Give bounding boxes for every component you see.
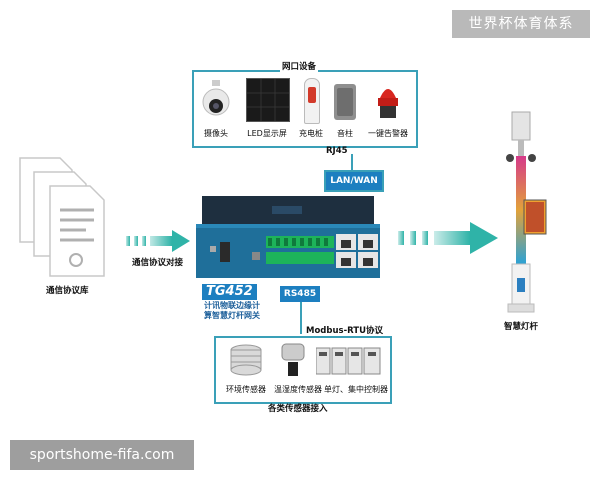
network-panel-title: 网口设备 (280, 60, 319, 72)
sensor-label-humidity: 温湿度传感器 (274, 385, 322, 394)
humidity-sensor-icon (278, 342, 308, 378)
protocol-library-label: 通信协议库 (46, 286, 89, 296)
sensor-label-controller: 单灯、集中控制器 (324, 385, 388, 394)
rj45-label: RJ45 (326, 146, 348, 156)
speaker-column-icon (334, 84, 356, 120)
rs485-tag: RS485 (280, 286, 320, 302)
smart-pole-label: 智慧灯杆 (504, 322, 539, 332)
device-label-speaker: 音柱 (337, 129, 353, 138)
protocol-dock-label: 通信协议对接 (132, 258, 184, 268)
connector-top-vertical (351, 154, 353, 184)
led-screen-icon (246, 78, 290, 122)
smart-light-pole (500, 108, 560, 320)
gateway-subtitle-line2: 算智慧灯杆网关 (204, 311, 260, 320)
sensor-panel: 环境传感器 温湿度传感器 单灯、集中控制器 (214, 336, 392, 404)
gateway-model-badge: TG452 (202, 284, 257, 300)
watermark-top: 世界杯体育体系 (452, 10, 590, 38)
sensor-label-environment: 环境传感器 (226, 385, 266, 394)
gateway-device (196, 196, 382, 282)
charging-pile-icon (304, 78, 320, 124)
network-devices-panel: 网口设备 摄像头 LED显示屏 充电桩 音柱 一键告警器 (192, 60, 418, 148)
gateway-subtitle-line1: 计讯物联边缘计 (204, 301, 260, 310)
watermark-bottom: sportshome-fifa.com (10, 440, 194, 470)
device-label-led-screen: LED显示屏 (247, 129, 287, 138)
sensor-caption: 各类传感器接入 (268, 404, 328, 414)
device-label-charging-pile: 充电桩 (299, 129, 323, 138)
document-stack-icon (14, 154, 110, 280)
right-flow-arrow (398, 222, 498, 254)
left-flow-arrow (126, 230, 190, 252)
device-label-camera: 摄像头 (204, 129, 228, 138)
alarm-button-icon (374, 80, 402, 120)
device-label-alarm: 一键告警器 (368, 129, 408, 138)
lamp-controller-icon (315, 346, 382, 376)
lan-wan-tag: LAN/WAN (324, 170, 384, 192)
environment-sensor-icon (228, 344, 264, 378)
modbus-label: Modbus-RTU协议 (306, 326, 383, 336)
connector-bottom-vertical (300, 294, 302, 334)
camera-icon (202, 80, 230, 120)
